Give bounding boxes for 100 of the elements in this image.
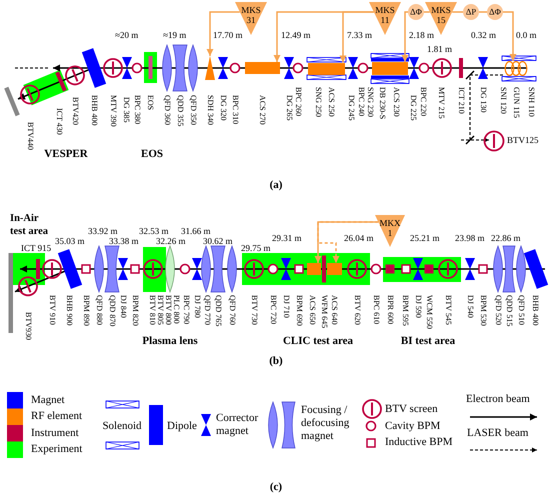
element-label: BPC 260: [294, 87, 302, 116]
klystron-triangle: [235, 2, 267, 35]
distance-label: ≈20 m: [115, 30, 138, 40]
element-label: BPM 530: [479, 295, 487, 326]
area-label: In-Air test area: [10, 212, 49, 238]
element-label: QFD 880: [95, 295, 103, 326]
distance-label: 29.31 m: [272, 233, 302, 243]
element-label: BHB 400: [90, 95, 98, 126]
legend-label: Electron beam: [466, 393, 530, 406]
distance-label: 33.92 m: [88, 226, 118, 236]
element-label: BPC 380: [133, 95, 141, 124]
klystron-label: MKS 11: [375, 5, 395, 25]
element-label: QDD 765: [214, 295, 222, 326]
element-label: BPM 595: [401, 295, 409, 326]
element-label: QFD 360: [163, 95, 171, 126]
element-label: DG 245: [347, 95, 355, 121]
legend-label: Solenoid: [102, 420, 142, 432]
element-label: QFD 770: [203, 295, 211, 326]
klystron-label: MKS 15: [431, 5, 451, 25]
element-label: BHB 400: [531, 295, 539, 326]
element-label: BTV 545: [444, 295, 452, 325]
element-label: DJ 590: [414, 295, 422, 318]
phase-shifter-circle: [463, 4, 479, 20]
element-label: ACS 650: [308, 295, 316, 325]
legend-label: Experiment: [31, 443, 82, 456]
distance-label: 32.26 m: [156, 236, 186, 246]
distance-label: 35.03 m: [55, 236, 85, 246]
element-label: DG 130: [479, 87, 487, 113]
element-label: ICT 915: [21, 243, 52, 253]
distance-label: 29.75 m: [241, 243, 271, 253]
element-label: DG 320: [219, 95, 227, 121]
legend-label: RF element: [31, 410, 82, 423]
element-label: SNG 250: [314, 87, 322, 118]
element-label: DB 230-S: [378, 87, 386, 120]
element-label: EOS: [146, 95, 154, 110]
klystron-triangle: [425, 2, 457, 35]
distance-label: 32.53 m: [139, 226, 169, 236]
distance-label: 33.38 m: [109, 236, 139, 246]
element-label: ICT 210: [457, 87, 465, 114]
element-label: QFD 760: [228, 295, 236, 326]
distance-label: 31.66 m: [181, 226, 211, 236]
legend-label: Focusing / defocusing magnet: [301, 404, 350, 443]
element-label: MTV 390: [109, 95, 117, 127]
legend-label: Magnet: [31, 394, 65, 406]
element-label: BPC 720: [269, 295, 277, 324]
area-label: VESPER: [44, 148, 88, 161]
legend-label: Instrument: [31, 426, 79, 440]
element-label: BTV 810: [148, 295, 156, 325]
distance-label: 12.49 m: [281, 30, 311, 40]
klystron-label: MKS 31: [241, 5, 261, 25]
element-label: BTV930: [24, 312, 32, 340]
element-label: ACS 270: [258, 95, 266, 125]
distance-label: 22.86 m: [491, 233, 521, 243]
element-label: ACS 640: [330, 295, 338, 325]
element-label: BHB 900: [65, 295, 73, 326]
element-label: BTV420: [71, 97, 79, 125]
connector-line: [452, 11, 463, 13]
distance-label: 25.21 m: [410, 233, 440, 243]
phase-shifter-circle: [487, 4, 503, 20]
element-label: BPR 600: [386, 295, 394, 324]
element-label: SNI 120: [499, 87, 507, 114]
element-label: BTV440: [26, 122, 34, 150]
connector-line: [479, 11, 487, 13]
panel-label: (b): [269, 355, 283, 368]
arrow: [503, 11, 516, 61]
legend-label: BTV screen: [385, 402, 438, 416]
element-label: SDH 340: [206, 95, 214, 126]
klystron-triangle: [369, 2, 401, 35]
phase-shifter-label: ΔΦ: [410, 8, 422, 16]
distance-label: 23.98 m: [455, 233, 485, 243]
legend-label: Dipole: [167, 420, 197, 432]
element-label: QFD 510: [517, 295, 525, 326]
distance-label: 17.70 m: [213, 30, 243, 40]
panel-label: (a): [270, 179, 282, 192]
element-label: BPC 610: [372, 295, 380, 324]
element-label: DG 265: [285, 95, 293, 121]
arrow: [206, 11, 240, 56]
element-label: ACS 230: [392, 87, 400, 117]
element-label: BTV 800: [164, 295, 172, 325]
element-label: BPC 310: [231, 95, 239, 124]
element-label: BPM 690: [295, 295, 303, 326]
area-label: CLIC test area: [282, 335, 354, 348]
arrow: [402, 11, 408, 62]
element-label: WFM 645: [320, 295, 328, 328]
element-label: DJ 780: [193, 295, 201, 318]
element-label: SNH 110: [527, 87, 535, 117]
element-label: GUN 115: [512, 87, 520, 118]
element-label: BPM 820: [131, 295, 139, 326]
element-label: PLC 800: [172, 295, 180, 324]
element-label: BPC 240: [357, 87, 365, 116]
legend-label: Corrector magnet: [216, 412, 258, 438]
klystron-triangle: [375, 215, 405, 247]
distance-label: 30.62 m: [203, 236, 233, 246]
arrow: [340, 11, 374, 62]
area-label: EOS: [141, 148, 163, 161]
distance-label: 7.33 m: [347, 30, 372, 40]
element-label: QFD 350: [189, 95, 197, 126]
distance-label: ≈19 m: [163, 30, 186, 40]
distance-label: 0.32 m: [471, 30, 496, 40]
element-label: DG 385: [122, 97, 130, 123]
